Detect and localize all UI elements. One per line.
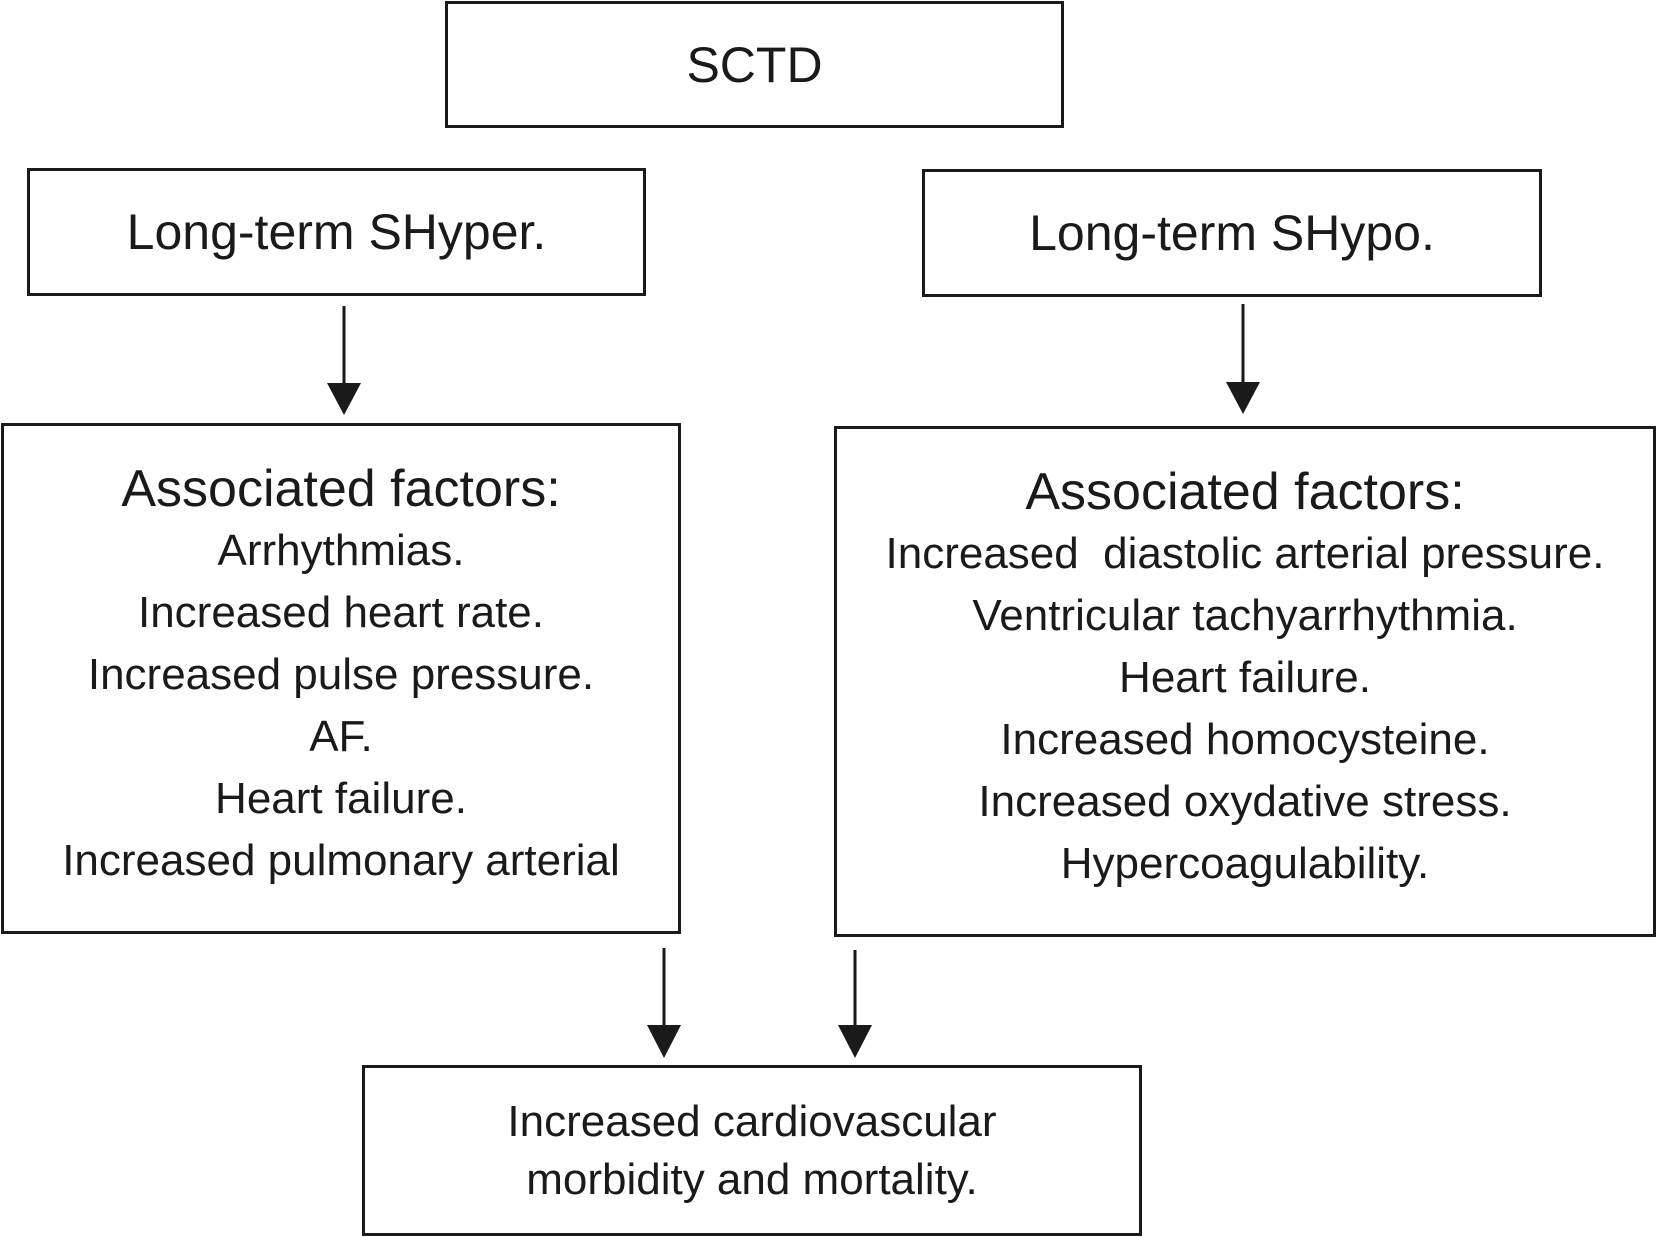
right-factors-heading: Associated factors: — [1025, 463, 1465, 521]
right-factors-list: Increased diastolic arterial pressure. V… — [886, 523, 1605, 895]
outcome-line-1: Increased cardiovascular — [507, 1096, 997, 1146]
right-factor-item: Hypercoagulability. — [1060, 839, 1430, 888]
left-factors-list: Arrhythmias. Increased heart rate. Incre… — [62, 520, 620, 892]
root-label: SCTD — [686, 36, 823, 93]
left-factor-item: Increased pulse pressure. — [87, 650, 595, 699]
root-node: SCTD — [445, 1, 1064, 128]
left-branch-node: Long-term SHyper. — [27, 168, 646, 296]
right-factor-item: Increased homocysteine. — [1000, 715, 1490, 764]
right-factors-node: Associated factors: Increased diastolic … — [834, 426, 1656, 937]
right-factor-item: Ventricular tachyarrhythmia. — [972, 591, 1518, 640]
left-factor-item: Arrhythmias. — [217, 526, 465, 575]
arrow-right-factors-to-outcome — [838, 950, 872, 1058]
right-factor-item: Increased diastolic arterial pressure. — [885, 529, 1605, 578]
left-branch-label: Long-term SHyper. — [126, 204, 547, 260]
outcome-line-2: morbidity and mortality. — [526, 1154, 978, 1204]
left-factor-item: AF. — [309, 712, 373, 761]
left-factor-item: Heart failure. — [215, 774, 467, 823]
arrow-right-branch-to-factors — [1226, 304, 1260, 414]
outcome-node: Increased cardiovascular morbidity and m… — [362, 1065, 1142, 1236]
right-branch-node: Long-term SHypo. — [922, 169, 1542, 297]
right-factor-item: Increased oxydative stress. — [978, 777, 1512, 826]
arrow-left-factors-to-outcome — [647, 948, 681, 1058]
left-factor-item: Increased pulmonary arterial — [62, 836, 620, 885]
right-branch-label: Long-term SHypo. — [1029, 205, 1435, 261]
right-factor-item: Heart failure. — [1119, 653, 1371, 702]
arrow-left-branch-to-factors — [327, 306, 361, 415]
left-factors-heading: Associated factors: — [121, 460, 561, 518]
left-factors-node: Associated factors: Arrhythmias. Increas… — [1, 423, 681, 934]
outcome-label: Increased cardiovascular morbidity and m… — [507, 1093, 996, 1209]
left-factor-item: Increased heart rate. — [137, 588, 544, 637]
